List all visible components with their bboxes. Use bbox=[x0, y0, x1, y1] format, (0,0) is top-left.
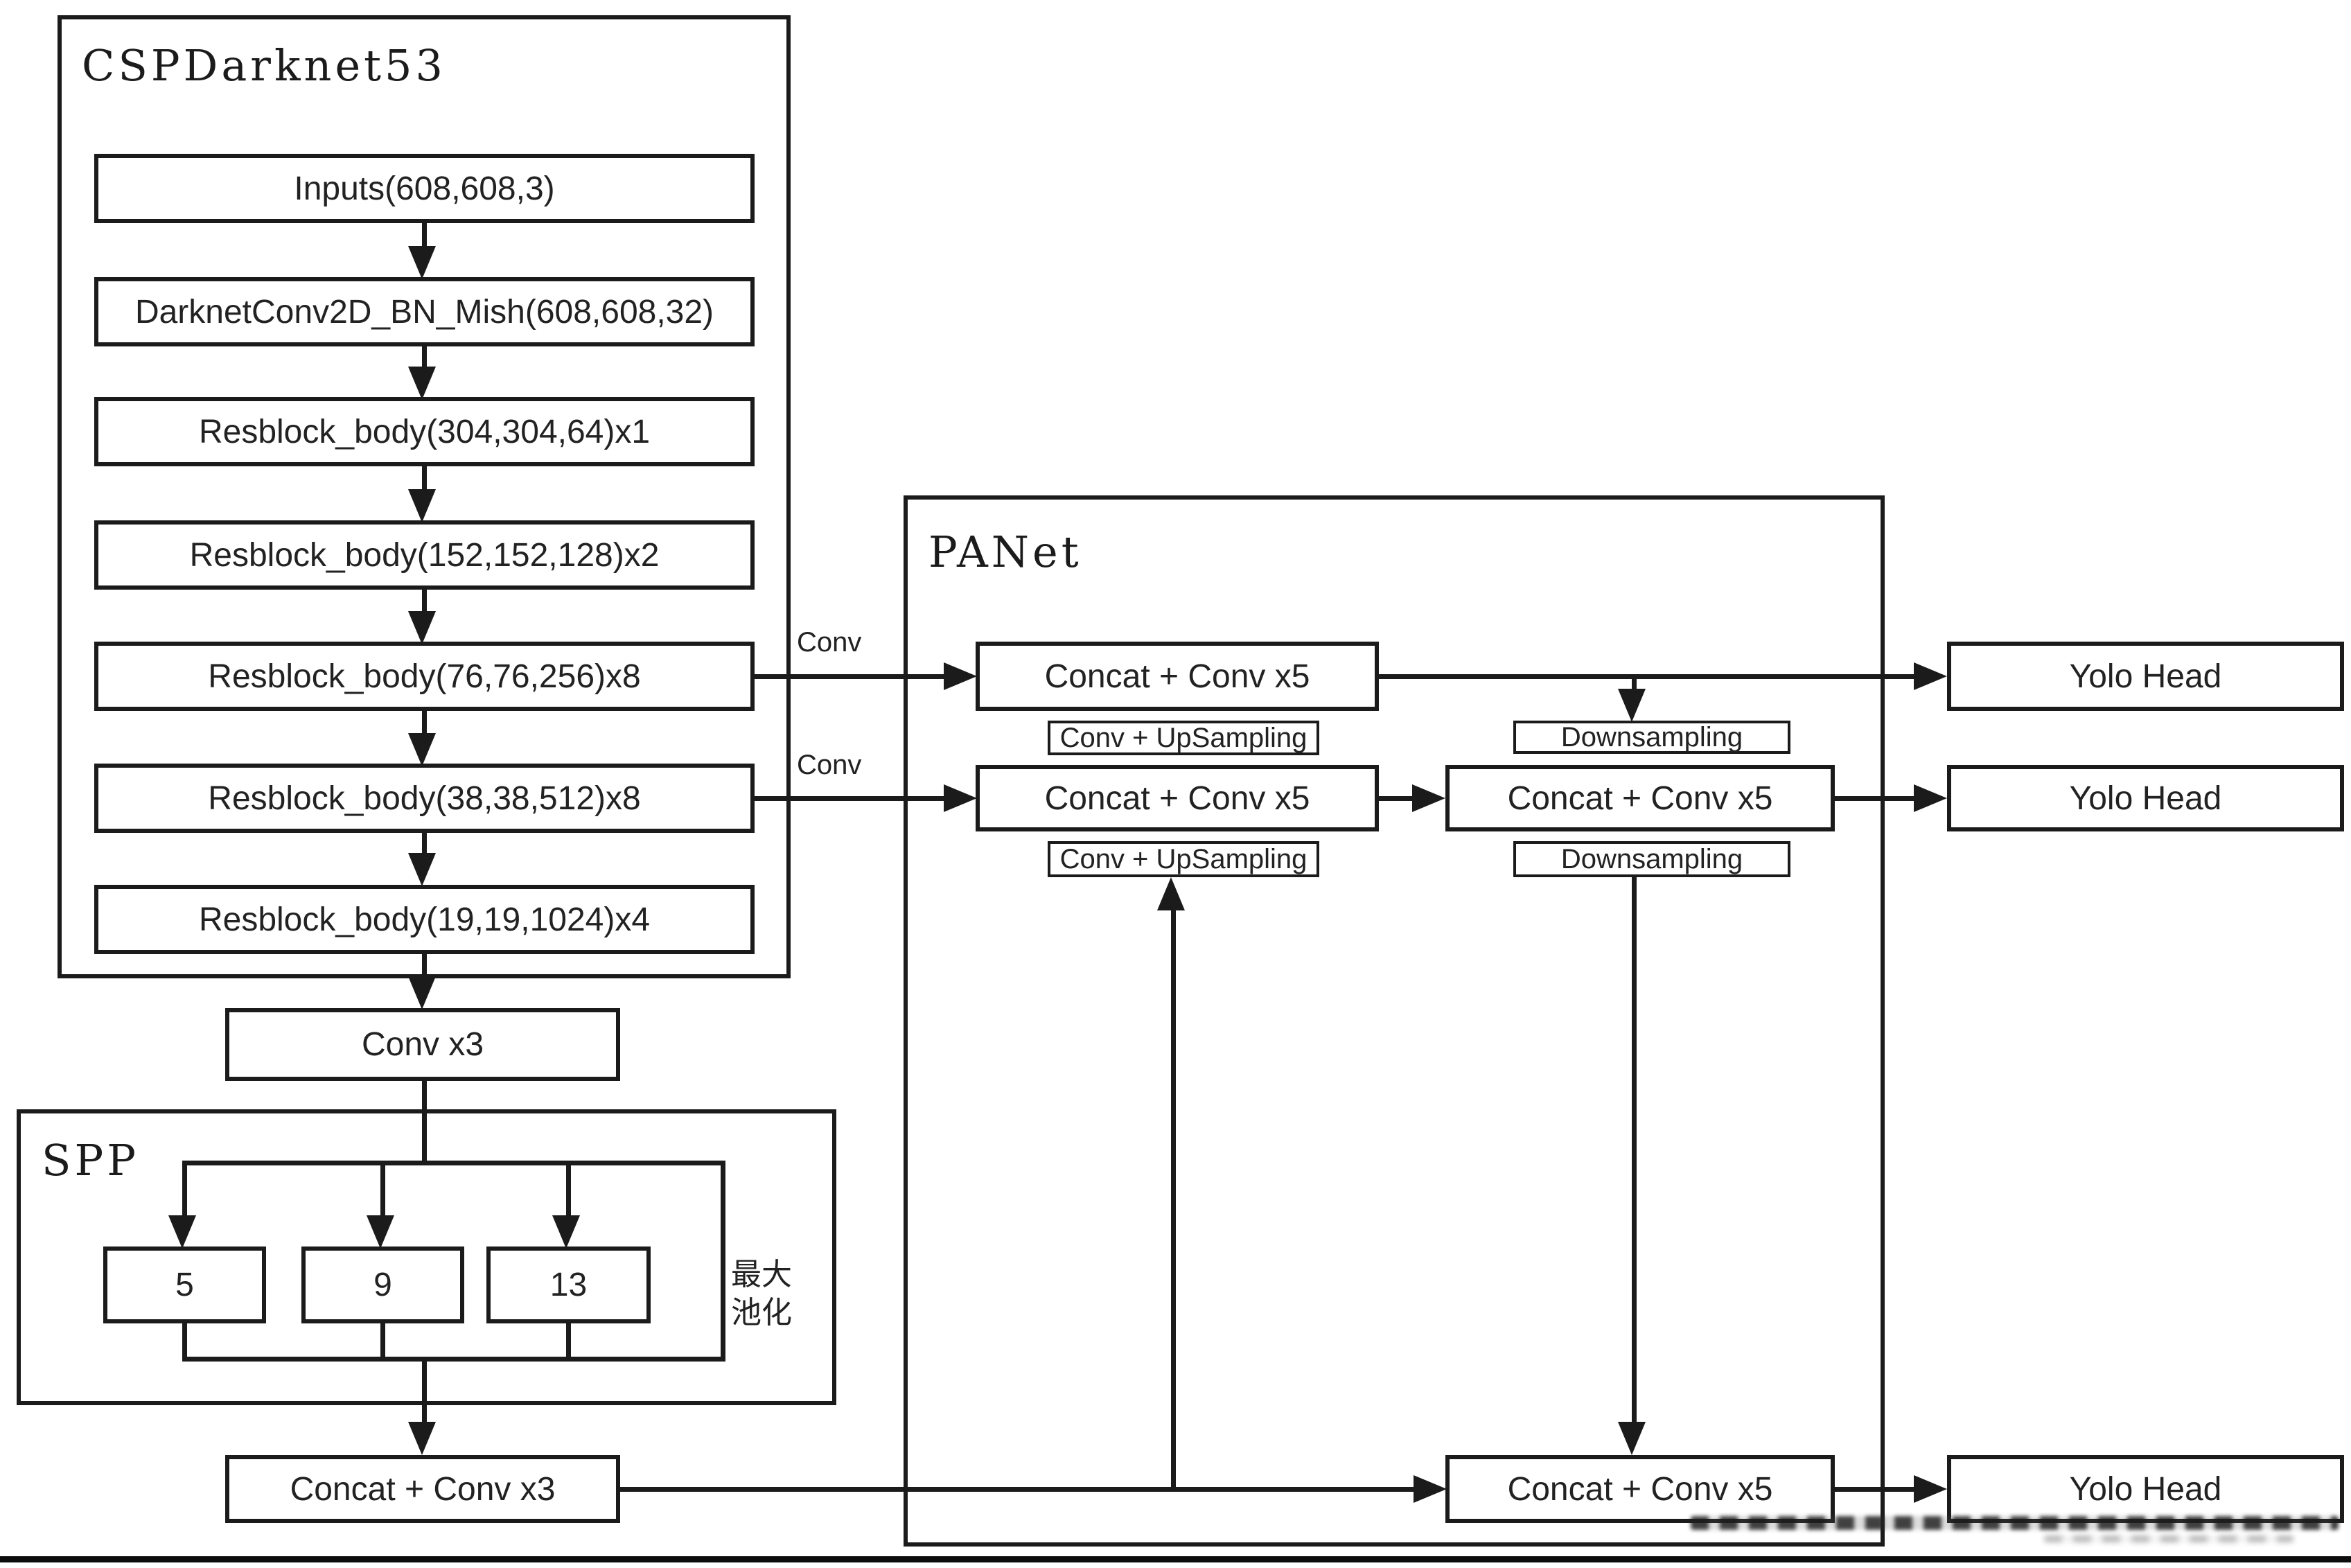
downsampling-top: Downsampling bbox=[1513, 721, 1790, 754]
arrowhead-into-concat-bottom bbox=[1414, 1475, 1447, 1503]
spp-title: SPP bbox=[42, 1135, 139, 1186]
downsampling-long-drop bbox=[1632, 877, 1637, 1427]
yolo-head-bottom: Yolo Head bbox=[1947, 1455, 2344, 1523]
conv-upsampling-top: Conv + UpSampling bbox=[1048, 721, 1319, 755]
spp-stub-13 bbox=[566, 1321, 571, 1361]
yolo-head-top: Yolo Head bbox=[1947, 642, 2344, 711]
conv-x3-block: Conv x3 bbox=[225, 1008, 620, 1081]
arrowhead-into-concat-conv5-bottom bbox=[1618, 1422, 1646, 1455]
spp-drop-5 bbox=[182, 1163, 187, 1219]
max-pooling-note-line1: 最大 bbox=[731, 1258, 792, 1292]
layer-resblock-19: Resblock_body(19,19,1024)x4 bbox=[94, 885, 755, 954]
connector-conv3-spp bbox=[422, 1078, 427, 1165]
concat-conv5-bottom: Concat + Conv x5 bbox=[1445, 1455, 1835, 1523]
backbone-title: CSPDarknet53 bbox=[82, 40, 446, 91]
max-pooling-note-line2: 池化 bbox=[731, 1296, 792, 1330]
connector-inputs-darknetconv bbox=[422, 221, 427, 253]
arrowhead-resblock2-resblock3 bbox=[408, 611, 436, 644]
connector-resblock1-resblock2 bbox=[422, 464, 427, 496]
concat-conv5-top: Concat + Conv x5 bbox=[976, 642, 1379, 711]
layer-resblock-76: Resblock_body(76,76,256)x8 bbox=[94, 642, 755, 711]
arrowhead-resblock4-resblock5 bbox=[408, 853, 436, 886]
connector-resblock3-resblock4 bbox=[422, 709, 427, 740]
pool-9-box: 9 bbox=[301, 1247, 464, 1323]
row2-link-line bbox=[1379, 796, 1415, 801]
layer-resblock-304: Resblock_body(304,304,64)x1 bbox=[94, 397, 755, 466]
spp-identity-branch bbox=[721, 1163, 725, 1362]
panet-title: PANet bbox=[928, 527, 1082, 577]
arrowhead-into-downsampling-top bbox=[1618, 689, 1646, 722]
lateral-line-bottom bbox=[752, 796, 946, 801]
bottom-border-line bbox=[0, 1556, 2351, 1562]
arrowhead-into-yolo-head-top bbox=[1914, 662, 1947, 690]
layer-darknetconv2d-bn-mish: DarknetConv2D_BN_Mish(608,608,32) bbox=[94, 277, 755, 346]
arrowhead-pool-9 bbox=[367, 1215, 394, 1249]
yolo-head-middle: Yolo Head bbox=[1947, 765, 2344, 831]
concat-conv-x3-block: Concat + Conv x3 bbox=[225, 1455, 620, 1523]
spp-drop-9 bbox=[380, 1163, 385, 1219]
downsampling-bottom: Downsampling bbox=[1513, 841, 1790, 877]
arrowhead-lateral-top bbox=[944, 662, 977, 690]
connector-resblock5-conv3 bbox=[422, 951, 427, 983]
arrowhead-up-into-upsampling bbox=[1157, 877, 1185, 910]
arrowhead-resblock5-conv3 bbox=[408, 976, 436, 1010]
spp-stub-9 bbox=[380, 1321, 385, 1361]
arrowhead-spp-concat bbox=[408, 1422, 436, 1455]
connector-resblock4-resblock5 bbox=[422, 831, 427, 861]
spp-merge-line bbox=[182, 1357, 725, 1362]
conv-edge-label-bottom: Conv bbox=[797, 750, 862, 780]
connector-resblock2-resblock3 bbox=[422, 587, 427, 618]
row2-output-line bbox=[1835, 796, 1917, 801]
arrowhead-pool-13 bbox=[552, 1215, 580, 1249]
arrowhead-pool-5 bbox=[168, 1215, 196, 1249]
watermark-smudge bbox=[1691, 1516, 2339, 1530]
conv-edge-label-top: Conv bbox=[797, 627, 862, 658]
pool-13-box: 13 bbox=[486, 1247, 651, 1323]
spp-out-drop bbox=[422, 1359, 427, 1426]
spp-drop-13 bbox=[566, 1163, 571, 1219]
concat-conv5-mid-left: Concat + Conv x5 bbox=[976, 765, 1379, 831]
spp-stub-5 bbox=[182, 1321, 187, 1361]
arrowhead-inputs-darknetconv bbox=[408, 246, 436, 279]
arrowhead-into-yolo-head-bottom bbox=[1914, 1475, 1947, 1503]
layer-resblock-38: Resblock_body(38,38,512)x8 bbox=[94, 764, 755, 833]
lateral-line-top bbox=[752, 674, 946, 679]
connector-darknetconv-resblock1 bbox=[422, 344, 427, 373]
pool-5-box: 5 bbox=[103, 1247, 266, 1323]
layer-resblock-152: Resblock_body(152,152,128)x2 bbox=[94, 520, 755, 590]
watermark-smudge-secondary bbox=[2044, 1535, 2293, 1542]
upsample-return-line bbox=[1171, 906, 1176, 1492]
panet-frame bbox=[904, 495, 1885, 1547]
bottom-output-line bbox=[1835, 1487, 1917, 1492]
max-pooling-note: 最大 池化 bbox=[731, 1256, 792, 1332]
arrowhead-resblock1-resblock2 bbox=[408, 489, 436, 522]
bottom-horizontal-link bbox=[617, 1487, 1415, 1492]
arrowhead-into-concat-mid-right bbox=[1412, 784, 1445, 812]
concat-conv5-mid-right: Concat + Conv x5 bbox=[1445, 765, 1835, 831]
arrowhead-darknetconv-resblock1 bbox=[408, 367, 436, 400]
spp-split-line bbox=[182, 1161, 725, 1165]
arrowhead-into-yolo-head-middle bbox=[1914, 784, 1947, 812]
layer-inputs: Inputs(608,608,3) bbox=[94, 154, 755, 223]
branch-into-downsampling-top bbox=[1632, 678, 1637, 693]
arrowhead-lateral-bottom bbox=[944, 784, 977, 812]
arrowhead-resblock3-resblock4 bbox=[408, 733, 436, 766]
row1-output-line bbox=[1379, 674, 1917, 679]
conv-upsampling-bottom: Conv + UpSampling bbox=[1048, 841, 1319, 877]
